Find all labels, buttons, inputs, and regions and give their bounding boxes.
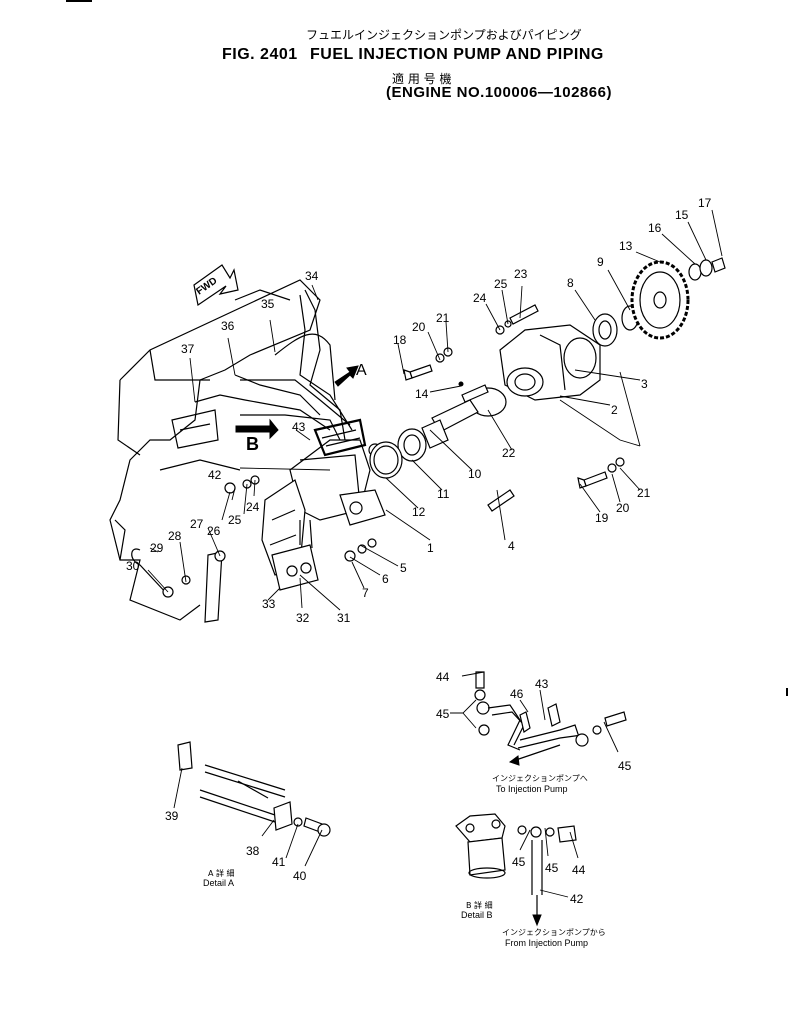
callout-44-bottom: 44 [572, 863, 586, 877]
callout-16: 16 [648, 221, 662, 235]
callout-32: 32 [296, 611, 310, 625]
title-japanese: フュエルインジェクションポンプおよびパイピング [306, 28, 582, 42]
callout-19: 19 [595, 511, 609, 525]
callout-31: 31 [337, 611, 351, 625]
callout-4: 4 [508, 539, 515, 553]
callout-41: 41 [272, 855, 286, 869]
detail-a-caption-en: Detail A [203, 878, 235, 888]
detail-a-marker: A [356, 362, 367, 379]
callout-37: 37 [181, 342, 195, 356]
callout-21-lower: 21 [637, 486, 651, 500]
detail-a-drawing [177, 741, 331, 837]
callout-43-main: 43 [292, 420, 306, 434]
fwd-arrow-icon: FWD [193, 264, 239, 307]
callout-27: 27 [190, 517, 204, 531]
callout-6: 6 [382, 572, 389, 586]
callout-44-top: 44 [436, 670, 450, 684]
detail-a-pointer: A [334, 362, 367, 387]
detail-b-caption-en: Detail B [461, 910, 493, 920]
fwd-label: FWD [194, 275, 219, 297]
to-pump-caption-jp: インジェクションポンプへ [492, 774, 588, 783]
callout-35: 35 [261, 297, 275, 311]
callout-20-upper: 20 [412, 320, 426, 334]
callout-30: 30 [126, 559, 140, 573]
leader-lines [147, 209, 723, 898]
callout-39: 39 [165, 809, 179, 823]
callout-45-right: 45 [618, 759, 632, 773]
callout-40: 40 [293, 869, 307, 883]
pump-bracket [271, 519, 319, 591]
callout-11: 11 [437, 487, 450, 501]
detail-b-drawing [455, 671, 627, 927]
from-pump-caption-en: From Injection Pump [505, 938, 589, 948]
drive-gear [630, 260, 690, 340]
injection-pipes [194, 289, 353, 441]
callout-36: 36 [221, 319, 235, 333]
callout-20-lower: 20 [616, 501, 630, 515]
callout-34: 34 [305, 269, 319, 283]
callouts: 1 2 3 4 5 6 7 8 9 10 11 12 13 14 15 16 1… [126, 196, 712, 906]
callout-3: 3 [641, 377, 648, 391]
callout-38: 38 [246, 844, 260, 858]
stud-bolt [487, 489, 515, 512]
callout-45-bottom-right: 45 [545, 861, 559, 875]
to-pump-caption-en: To Injection Pump [496, 784, 568, 794]
callout-7: 7 [362, 586, 369, 600]
detail-a-caption-jp: A 詳 細 [208, 869, 235, 878]
callout-42-detail: 42 [570, 892, 584, 906]
nut-washer-set [344, 538, 377, 562]
callout-45-bottom-left: 45 [512, 855, 526, 869]
engine-block [109, 279, 321, 621]
applicability-japanese: 適 用 号 機 [392, 72, 452, 86]
callout-15: 15 [675, 208, 689, 222]
from-pump-caption-jp: インジェクションポンプから [502, 928, 606, 937]
callout-25-left: 25 [228, 513, 242, 527]
detail-b-marker: B [246, 434, 259, 454]
callout-12: 12 [412, 505, 426, 519]
callout-21-upper: 21 [436, 311, 450, 325]
edge-mark [786, 688, 788, 696]
callout-26: 26 [207, 524, 221, 538]
callout-9: 9 [597, 255, 604, 269]
bearing [592, 305, 639, 347]
callout-1: 1 [427, 541, 434, 555]
callout-5: 5 [400, 561, 407, 575]
engine-number-range: (ENGINE NO.100006—102866) [386, 84, 612, 101]
gear-nut-set [688, 257, 726, 281]
callout-29: 29 [150, 541, 164, 555]
callout-43-detail: 43 [535, 677, 549, 691]
bolt-set-lower [577, 457, 625, 489]
callout-13: 13 [619, 239, 633, 253]
callout-17: 17 [698, 196, 712, 210]
callout-24-right: 24 [473, 291, 487, 305]
figure-title: FUEL INJECTION PUMP AND PIPING [310, 46, 604, 63]
figure-number: FIG. 2401 [222, 46, 298, 63]
callout-33: 33 [262, 597, 276, 611]
bolt-set-upper [403, 347, 453, 381]
callout-25-right: 25 [494, 277, 508, 291]
callout-28: 28 [168, 529, 182, 543]
drive-shaft [369, 381, 489, 479]
callout-8: 8 [567, 276, 574, 290]
drive-housing [469, 324, 601, 417]
callout-23: 23 [514, 267, 528, 281]
corner-mark [66, 0, 92, 2]
callout-42-main: 42 [208, 468, 222, 482]
injection-pump [261, 418, 396, 576]
callout-10: 10 [468, 467, 482, 481]
callout-46: 46 [510, 687, 524, 701]
detail-b-caption-jp: B 詳 細 [466, 901, 493, 910]
callout-24-left: 24 [246, 500, 260, 514]
callout-2: 2 [611, 403, 618, 417]
detail-b-pointer: B [235, 418, 279, 454]
callout-22: 22 [502, 446, 516, 460]
callout-14: 14 [415, 387, 429, 401]
callout-45-left: 45 [436, 707, 450, 721]
callout-18: 18 [393, 333, 407, 347]
